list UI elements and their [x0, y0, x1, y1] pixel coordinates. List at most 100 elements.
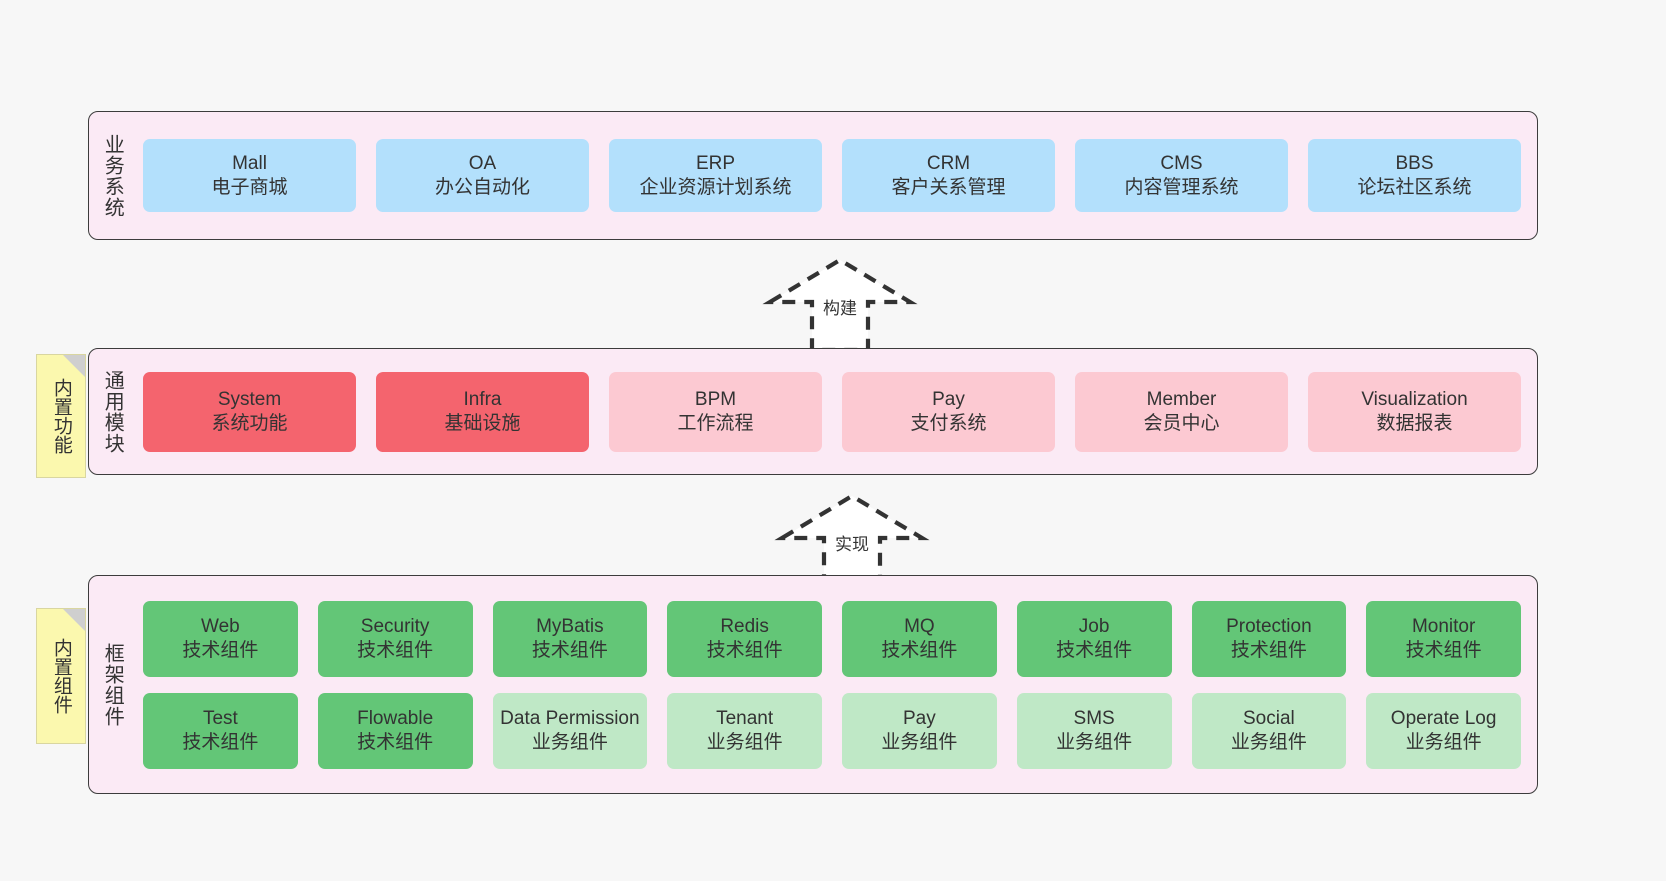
card-operate-log[interactable]: Operate Log 业务组件	[1366, 692, 1521, 769]
card-title: ERP	[695, 153, 736, 175]
card-redis[interactable]: Redis 技术组件	[667, 600, 822, 677]
card-erp[interactable]: ERP 企业资源计划系统	[609, 139, 822, 212]
card-subtitle: 技术组件	[1230, 639, 1307, 661]
layer-title-business: 业务系统	[101, 133, 124, 218]
card-title: Social	[1243, 708, 1295, 730]
card-subtitle: 业务组件	[1056, 731, 1133, 753]
card-title: Web	[201, 616, 240, 638]
card-title: CMS	[1160, 153, 1203, 175]
generalization-arrow-icon	[774, 493, 930, 589]
layer-common-modules: 通用模块 System 系统功能 Infra 基础设施 BPM 工作流程 Pay…	[88, 348, 1538, 475]
card-subtitle: 技术组件	[357, 731, 434, 753]
card-member[interactable]: Member 会员中心	[1075, 371, 1288, 452]
card-bbs[interactable]: BBS 论坛社区系统	[1308, 139, 1521, 212]
card-web[interactable]: Web 技术组件	[143, 600, 298, 677]
connector-implement: 实现	[772, 488, 932, 589]
card-subtitle: 数据报表	[1376, 412, 1453, 434]
card-mybatis[interactable]: MyBatis 技术组件	[492, 600, 648, 677]
card-data-permission[interactable]: Data Permission 业务组件	[492, 692, 648, 769]
card-title: MyBatis	[536, 616, 604, 638]
card-subtitle: 业务组件	[1405, 731, 1482, 753]
card-row-framework-tech: Web 技术组件 Security 技术组件 MyBatis 技术组件 Redi…	[143, 600, 1521, 677]
card-tenant[interactable]: Tenant 业务组件	[667, 692, 822, 769]
card-title: Pay	[903, 708, 936, 730]
card-bpm[interactable]: BPM 工作流程	[609, 371, 822, 452]
card-protection[interactable]: Protection 技术组件	[1191, 600, 1347, 677]
generalization-arrow-icon	[762, 257, 918, 353]
sticky-note-builtin-features: 内置功能	[36, 354, 86, 478]
card-subtitle: 技术组件	[706, 639, 783, 661]
card-row-modules: System 系统功能 Infra 基础设施 BPM 工作流程 Pay 支付系统…	[143, 371, 1521, 452]
card-title: Member	[1146, 389, 1217, 411]
card-subtitle: 技术组件	[1056, 639, 1133, 661]
card-security[interactable]: Security 技术组件	[317, 600, 473, 677]
card-subtitle: 技术组件	[1405, 639, 1482, 661]
card-title: Flowable	[357, 708, 434, 730]
card-visualization[interactable]: Visualization 数据报表	[1308, 371, 1521, 452]
note-label: 内置组件	[50, 638, 72, 714]
card-pay-component[interactable]: Pay 业务组件	[842, 692, 997, 769]
card-title: Operate Log	[1390, 708, 1497, 730]
card-subtitle: 业务组件	[1230, 731, 1307, 753]
card-title: Job	[1078, 616, 1110, 638]
card-system[interactable]: System 系统功能	[143, 371, 356, 452]
card-title: Visualization	[1361, 389, 1468, 411]
connector-build: 构建	[760, 252, 920, 353]
card-title: System	[217, 389, 282, 411]
card-subtitle: 技术组件	[182, 639, 259, 661]
card-subtitle: 论坛社区系统	[1357, 176, 1472, 198]
card-sms[interactable]: SMS 业务组件	[1016, 692, 1172, 769]
card-test[interactable]: Test 技术组件	[143, 692, 298, 769]
card-subtitle: 电子商城	[211, 176, 288, 198]
card-social[interactable]: Social 业务组件	[1191, 692, 1347, 769]
card-subtitle: 系统功能	[211, 412, 288, 434]
card-subtitle: 业务组件	[706, 731, 783, 753]
card-title: Monitor	[1411, 616, 1476, 638]
card-mq[interactable]: MQ 技术组件	[842, 600, 997, 677]
card-monitor[interactable]: Monitor 技术组件	[1366, 600, 1521, 677]
card-subtitle: 办公自动化	[434, 176, 530, 198]
card-oa[interactable]: OA 办公自动化	[376, 139, 589, 212]
card-row-business: Mall 电子商城 OA 办公自动化 ERP 企业资源计划系统 CRM 客户关系…	[143, 139, 1521, 212]
layer-title-framework: 框架组件	[101, 642, 124, 727]
card-subtitle: 客户关系管理	[891, 176, 1006, 198]
card-mall[interactable]: Mall 电子商城	[143, 139, 356, 212]
card-subtitle: 工作流程	[677, 412, 754, 434]
card-subtitle: 企业资源计划系统	[639, 176, 792, 198]
card-cms[interactable]: CMS 内容管理系统	[1075, 139, 1288, 212]
card-title: Security	[360, 616, 430, 638]
card-subtitle: 技术组件	[531, 639, 608, 661]
card-title: Pay	[932, 389, 965, 411]
card-crm[interactable]: CRM 客户关系管理	[842, 139, 1055, 212]
card-pay-module[interactable]: Pay 支付系统	[842, 371, 1055, 452]
card-job[interactable]: Job 技术组件	[1016, 600, 1172, 677]
layer-business-systems: 业务系统 Mall 电子商城 OA 办公自动化 ERP 企业资源计划系统 CRM…	[88, 111, 1538, 240]
layer-body-framework: Web 技术组件 Security 技术组件 MyBatis 技术组件 Redi…	[135, 576, 1537, 793]
sticky-note-builtin-components: 内置组件	[36, 608, 86, 744]
card-subtitle: 基础设施	[444, 412, 521, 434]
card-title: Test	[202, 708, 238, 730]
card-infra[interactable]: Infra 基础设施	[376, 371, 589, 452]
layer-body-business: Mall 电子商城 OA 办公自动化 ERP 企业资源计划系统 CRM 客户关系…	[135, 112, 1537, 239]
layer-title-modules: 通用模块	[101, 369, 124, 454]
card-title: Redis	[720, 616, 769, 638]
card-title: Protection	[1226, 616, 1312, 638]
card-subtitle: 业务组件	[881, 731, 958, 753]
card-title: MQ	[904, 616, 935, 638]
card-title: SMS	[1073, 708, 1115, 730]
card-title: Data Permission	[500, 708, 640, 730]
layer-framework-components: 框架组件 Web 技术组件 Security 技术组件 MyBatis 技术组件…	[88, 575, 1538, 794]
note-label: 内置功能	[50, 378, 72, 454]
card-subtitle: 技术组件	[357, 639, 434, 661]
card-title: Tenant	[716, 708, 774, 730]
card-title: BBS	[1395, 153, 1434, 175]
card-title: OA	[468, 153, 497, 175]
card-subtitle: 内容管理系统	[1124, 176, 1239, 198]
card-subtitle: 技术组件	[182, 731, 259, 753]
layer-body-modules: System 系统功能 Infra 基础设施 BPM 工作流程 Pay 支付系统…	[135, 349, 1537, 474]
card-subtitle: 会员中心	[1143, 412, 1220, 434]
card-subtitle: 支付系统	[910, 412, 987, 434]
card-subtitle: 业务组件	[531, 731, 608, 753]
card-flowable[interactable]: Flowable 技术组件	[317, 692, 473, 769]
